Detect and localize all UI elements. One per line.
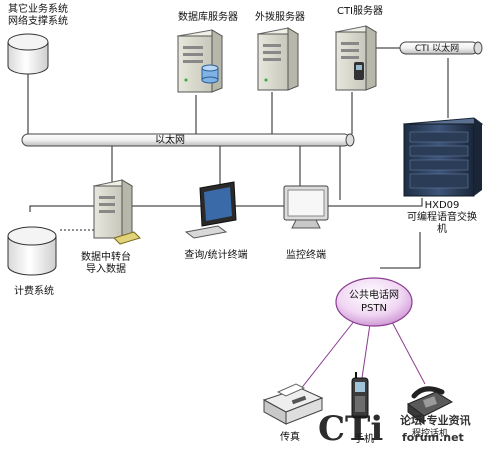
computer-monitor-icon <box>184 181 237 239</box>
other-systems-label-1: 其它业务系统 <box>8 2 68 15</box>
server-tower-icon <box>256 27 300 91</box>
telephone-icon <box>407 386 454 425</box>
database-server: 数据库服务器 <box>176 10 238 93</box>
watermark-line-2: forum.net <box>402 431 464 444</box>
data-relay-station: 数据中转台 导入数据 <box>81 179 141 275</box>
mobile-phone-icon <box>351 372 369 419</box>
mobile: 手机 <box>351 372 374 445</box>
desk-phone-label: 程控话机 <box>412 427 448 439</box>
hxd09-switch: HXD09 可编程语音交换 机 <box>402 117 484 235</box>
watermark-line-1: 论坛-专业资讯 <box>400 413 471 427</box>
cti-ethernet-bus: CTI 以太网 <box>399 41 483 55</box>
watermark: CTi 论坛-专业资讯 forum.net <box>318 409 471 449</box>
other-systems-database: 其它业务系统 网络支撑系统 <box>7 2 68 75</box>
pstn-label-1: 公共电话网 <box>349 288 399 301</box>
database-server-label: 数据库服务器 <box>178 10 238 23</box>
computer-monitor-icon <box>283 185 329 229</box>
relay-label-1: 数据中转台 <box>81 250 131 263</box>
server-tower-icon <box>92 179 134 239</box>
switch-label-2: 可编程语音交换 <box>407 210 477 223</box>
database-cylinder-icon <box>7 236 57 276</box>
billing-label: 计费系统 <box>14 284 54 297</box>
ethernet-bus: 以太网 <box>21 133 355 147</box>
monitor-terminal: 监控终端 <box>283 185 329 261</box>
cti-ethernet-label: CTI 以太网 <box>415 42 459 54</box>
switch-label-3: 机 <box>437 222 447 235</box>
query-terminal: 查询/统计终端 <box>184 181 248 261</box>
monitor-terminal-label: 监控终端 <box>286 248 326 261</box>
fax: 传真 <box>262 383 324 443</box>
other-systems-label-2: 网络支撑系统 <box>8 14 68 27</box>
fax-machine-icon <box>262 383 324 425</box>
mobile-label: 手机 <box>354 432 374 445</box>
pstn-network: 公共电话网 PSTN <box>335 277 413 327</box>
relay-label-2: 导入数据 <box>86 262 126 275</box>
switch-label-1: HXD09 <box>425 200 460 211</box>
connection-lines <box>27 47 449 391</box>
cti-server-label: CTI服务器 <box>337 4 383 17</box>
outbound-server: 外拨服务器 <box>255 10 305 91</box>
switch-cabinet-icon <box>402 117 484 197</box>
card-reader-icon <box>113 231 141 245</box>
database-cylinder-icon <box>7 42 49 75</box>
phone-handset-icon <box>354 62 364 80</box>
outbound-server-label: 外拨服务器 <box>255 10 305 23</box>
query-terminal-label: 查询/统计终端 <box>184 248 247 261</box>
ethernet-label: 以太网 <box>155 133 185 146</box>
desk-phone: 程控话机 <box>407 386 454 439</box>
cti-server: CTI服务器 <box>334 4 383 91</box>
fax-label: 传真 <box>280 430 300 443</box>
server-tower-icon <box>334 25 378 91</box>
pstn-label-2: PSTN <box>361 303 387 314</box>
billing-system-database: 计费系统 <box>7 226 57 297</box>
watermark-logo: CTi <box>318 409 383 449</box>
database-cylinder-icon <box>201 64 219 84</box>
